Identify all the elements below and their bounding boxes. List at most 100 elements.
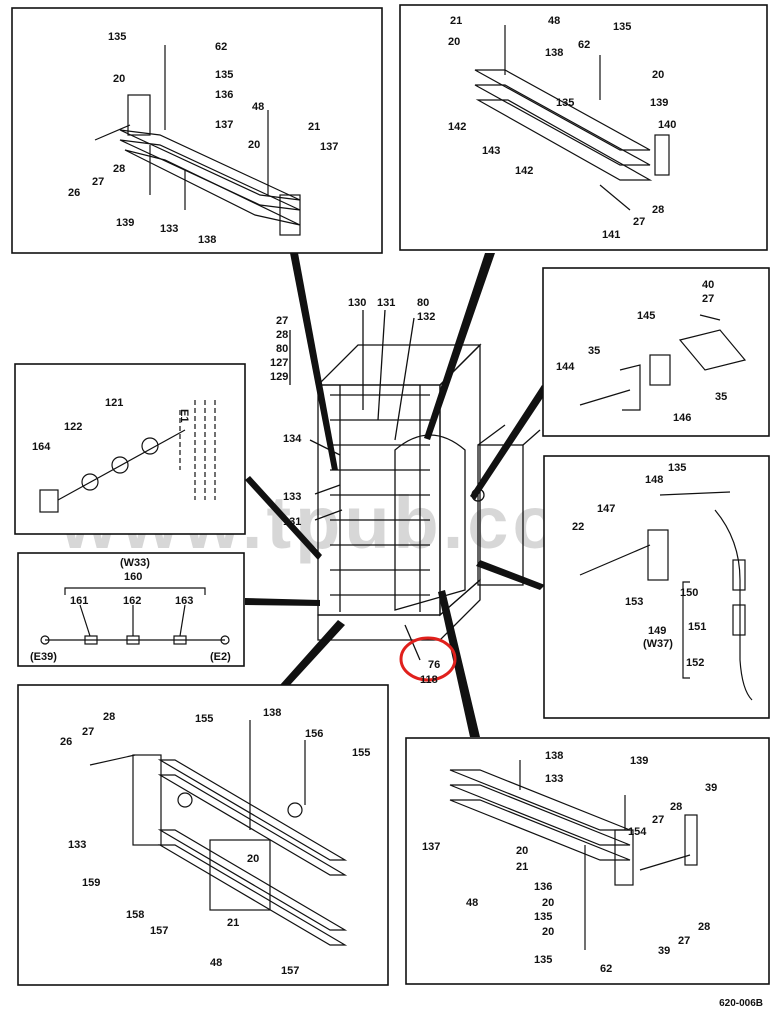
label-28: 28 xyxy=(113,163,125,175)
label-80: 80 xyxy=(276,343,288,355)
label-143: 143 xyxy=(482,145,500,157)
label-133: 133 xyxy=(545,773,563,785)
label-134: 134 xyxy=(283,433,302,445)
label-28: 28 xyxy=(670,801,682,813)
label-21: 21 xyxy=(227,917,239,929)
label-39: 39 xyxy=(705,782,717,794)
detail-panel-6: 135 148 147 22 153 150 149 (W37) 151 152 xyxy=(543,455,770,719)
label-153: 153 xyxy=(625,596,643,608)
label-39: 39 xyxy=(658,945,670,957)
label-27: 27 xyxy=(633,216,645,228)
label-133: 133 xyxy=(68,839,86,851)
detail-panel-3: 40 27 145 35 144 35 146 xyxy=(542,267,770,437)
label-131: 131 xyxy=(377,297,395,309)
detail-panel-4: 121 122 164 E1 xyxy=(14,363,246,535)
label-62: 62 xyxy=(215,41,227,53)
label-133: 133 xyxy=(160,223,178,235)
label-145: 145 xyxy=(637,310,655,322)
label-135: 135 xyxy=(108,31,126,43)
figure-id: 620-006B xyxy=(719,998,763,1009)
label-20: 20 xyxy=(542,897,554,909)
panel-leaders xyxy=(245,253,548,737)
label-137: 137 xyxy=(320,141,338,153)
label-26: 26 xyxy=(60,736,72,748)
label-20: 20 xyxy=(652,69,664,81)
label-139: 139 xyxy=(630,755,648,767)
label-149: 149 xyxy=(648,625,666,637)
label-138: 138 xyxy=(545,750,563,762)
detail-panel-1: 135 62 20 135 136 48 21 137 20 137 26 27… xyxy=(11,7,383,254)
label-138: 138 xyxy=(545,47,563,59)
label-137: 137 xyxy=(422,841,440,853)
label-118: 118 xyxy=(420,674,438,686)
label-121: 121 xyxy=(105,397,123,409)
label-136: 136 xyxy=(534,881,552,893)
label-160: 160 xyxy=(124,571,142,583)
label-141: 141 xyxy=(602,229,620,241)
label-35: 35 xyxy=(715,391,727,403)
label-159: 159 xyxy=(82,877,100,889)
label-152: 152 xyxy=(686,657,704,669)
label-21: 21 xyxy=(450,15,462,27)
label-w33: (W33) xyxy=(120,557,150,569)
label-138: 138 xyxy=(198,234,216,246)
cabinet-labels: 27 28 80 127 129 130 131 80 132 134 133 … xyxy=(270,297,440,686)
label-133: 133 xyxy=(283,491,301,503)
label-151: 151 xyxy=(688,621,706,633)
label-27: 27 xyxy=(702,293,714,305)
label-148: 148 xyxy=(645,474,663,486)
label-20: 20 xyxy=(247,853,259,865)
label-136: 136 xyxy=(215,89,233,101)
label-140: 140 xyxy=(658,119,676,131)
detail-panel-8: 138 133 139 39 28 27 154 137 20 21 136 4… xyxy=(405,737,770,985)
label-28: 28 xyxy=(652,204,664,216)
label-138: 138 xyxy=(263,707,281,719)
label-155: 155 xyxy=(352,747,370,759)
label-48: 48 xyxy=(548,15,560,27)
label-144: 144 xyxy=(556,361,575,373)
label-135: 135 xyxy=(215,69,233,81)
label-135: 135 xyxy=(534,911,552,923)
label-e39: (E39) xyxy=(30,651,57,663)
label-130: 130 xyxy=(348,297,366,309)
label-62: 62 xyxy=(578,39,590,51)
label-22: 22 xyxy=(572,521,584,533)
label-135: 135 xyxy=(556,97,574,109)
label-154: 154 xyxy=(628,826,647,838)
label-122: 122 xyxy=(64,421,82,433)
label-157: 157 xyxy=(150,925,168,937)
label-35: 35 xyxy=(588,345,600,357)
label-135: 135 xyxy=(534,954,552,966)
label-155: 155 xyxy=(195,713,213,725)
label-20: 20 xyxy=(113,73,125,85)
label-146: 146 xyxy=(673,412,691,424)
label-27: 27 xyxy=(92,176,104,188)
label-80: 80 xyxy=(417,297,429,309)
detail-panel-5: (W33) 160 161 162 163 (E39) (E2) xyxy=(17,552,245,667)
label-135: 135 xyxy=(668,462,686,474)
label-142: 142 xyxy=(515,165,533,177)
label-48: 48 xyxy=(466,897,478,909)
label-131: 131 xyxy=(283,516,301,528)
label-21: 21 xyxy=(308,121,320,133)
label-62: 62 xyxy=(600,963,612,975)
label-27: 27 xyxy=(678,935,690,947)
label-20: 20 xyxy=(448,36,460,48)
label-132: 132 xyxy=(417,311,435,323)
label-157: 157 xyxy=(281,965,299,977)
detail-panel-2: 21 48 20 138 62 135 20 135 142 139 140 1… xyxy=(399,4,768,251)
label-21: 21 xyxy=(516,861,528,873)
cabinet-assembly xyxy=(289,309,541,661)
label-162: 162 xyxy=(123,595,141,607)
label-139: 139 xyxy=(650,97,668,109)
label-20: 20 xyxy=(542,926,554,938)
label-164: 164 xyxy=(32,441,51,453)
label-156: 156 xyxy=(305,728,323,740)
label-28: 28 xyxy=(276,329,288,341)
label-158: 158 xyxy=(126,909,144,921)
label-28: 28 xyxy=(698,921,710,933)
label-20: 20 xyxy=(516,845,528,857)
label-147: 147 xyxy=(597,503,615,515)
label-e2: (E2) xyxy=(210,651,231,663)
